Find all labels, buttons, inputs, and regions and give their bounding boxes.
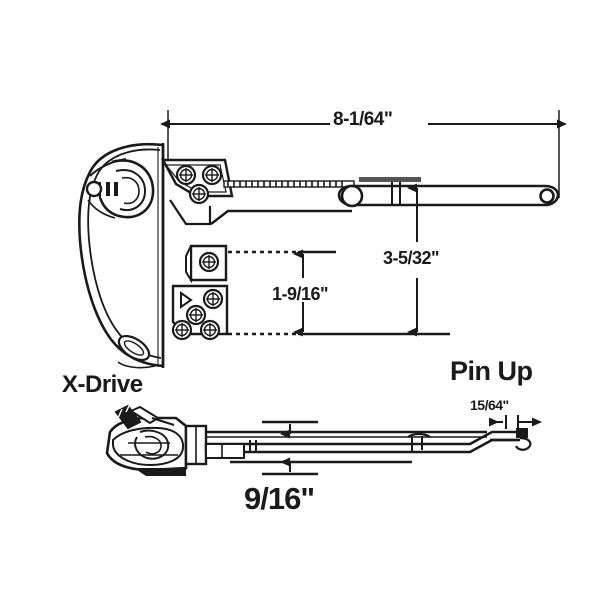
overall-length-dimension	[160, 110, 567, 198]
operator-link-arm	[337, 177, 560, 208]
overall-length-label: 8-1/64"	[333, 109, 393, 130]
screw-head	[201, 164, 223, 186]
pin-orientation-label: Pin Up	[450, 356, 533, 386]
pin-thickness-dimension	[489, 415, 542, 429]
base-drop-label: 1-9/16"	[272, 284, 329, 304]
side-height-label: 9/16"	[244, 481, 315, 516]
screw-head	[202, 288, 224, 310]
screw-head	[185, 304, 207, 326]
arm-pivot-hole	[340, 184, 364, 208]
screw-head	[188, 183, 210, 205]
screw-head	[199, 319, 221, 341]
screw-head	[198, 251, 220, 273]
screw-head	[175, 164, 197, 186]
arm-drop-label: 3-5/32"	[383, 248, 440, 268]
mounting-screws	[171, 164, 229, 341]
side-height-dimension	[262, 420, 318, 476]
crank-spindle	[85, 158, 155, 219]
product-name-label: X-Drive	[62, 371, 143, 398]
side-profile-view	[105, 403, 532, 476]
reference-lines	[228, 250, 450, 336]
screw-head	[171, 319, 193, 341]
pin-thickness-label: 15/64"	[470, 397, 509, 413]
arm-tip-pin-hole	[539, 188, 555, 204]
gear-teeth	[223, 180, 355, 188]
